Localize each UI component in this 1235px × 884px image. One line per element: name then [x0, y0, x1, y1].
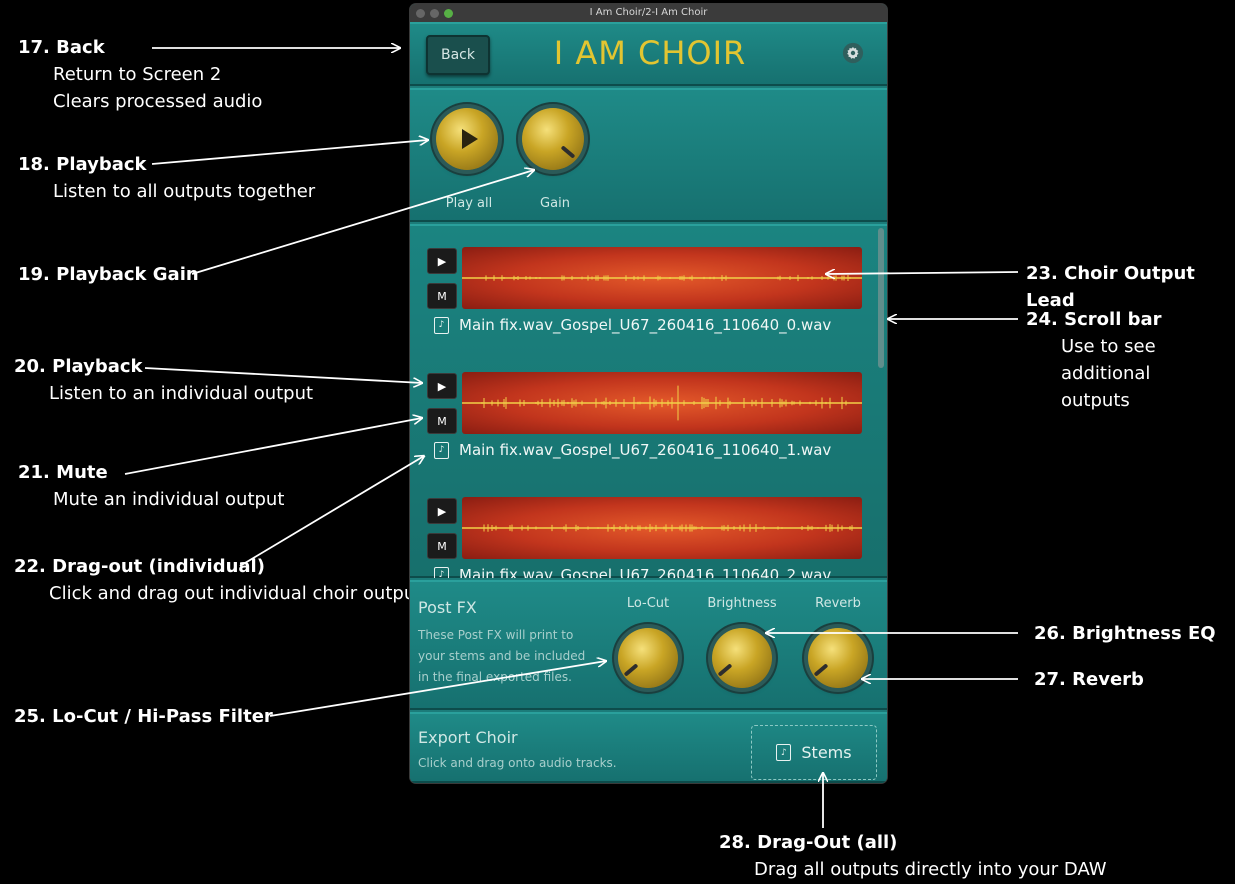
track-file[interactable]: ♪ Main fix.wav_Gospel_U67_260416_110640_…	[434, 441, 831, 459]
knob-indicator	[560, 145, 576, 159]
brightness-knob[interactable]	[712, 628, 772, 688]
waveform	[462, 247, 862, 309]
track-play-button[interactable]: ▶	[427, 373, 457, 399]
annotation-text: Use to see additional	[1061, 336, 1156, 384]
track-play-button[interactable]: ▶	[427, 248, 457, 274]
annotation-reverb: 27. Reverb	[1034, 666, 1144, 693]
post-fx-panel: Post FX These Post FX will print to your…	[410, 580, 887, 710]
annotation-title: 27. Reverb	[1034, 669, 1144, 690]
audio-file-icon[interactable]: ♪	[434, 316, 449, 334]
play-all-label: Play all	[445, 196, 493, 211]
annotation-text: Clears processed audio	[53, 91, 263, 112]
track-mute-button[interactable]: M	[427, 408, 457, 434]
annotation-brightness: 26. Brightness EQ	[1034, 620, 1216, 647]
export-description: Click and drag onto audio tracks.	[418, 756, 617, 770]
annotation-title: 22. Drag-out (individual)	[14, 556, 265, 577]
minimize-window-icon[interactable]	[430, 9, 439, 18]
annotation-title: 28. Drag-Out (all)	[719, 832, 898, 853]
gain-label: Gain	[540, 196, 570, 211]
annotation-title: 25. Lo-Cut / Hi-Pass Filter	[14, 706, 273, 727]
annotation-back: 17. Back Return to Screen 2 Clears proce…	[18, 34, 262, 115]
stems-label: Stems	[801, 743, 852, 762]
annotation-mute: 21. Mute Mute an individual output	[18, 459, 284, 513]
track-list[interactable]: ▶ M ♪ Main fix.wav_Gospel_U67_260416_110…	[410, 224, 887, 578]
audio-file-icon: ♪	[776, 744, 792, 761]
annotation-playback-individual: 20. Playback Listen to an individual out…	[14, 353, 313, 407]
gear-icon[interactable]	[842, 42, 864, 64]
annotation-title: 18. Playback	[18, 154, 147, 175]
track-play-button[interactable]: ▶	[427, 498, 457, 524]
locut-knob[interactable]	[618, 628, 678, 688]
annotation-title: 26. Brightness EQ	[1034, 623, 1216, 644]
app-title: I AM CHOIR	[553, 34, 747, 72]
annotation-title: 20. Playback	[14, 356, 143, 377]
annotation-title: 17. Back	[18, 37, 105, 58]
export-title: Export Choir	[418, 728, 518, 747]
annotation-choir-output-lead: 23. Choir Output Lead	[1026, 260, 1235, 314]
annotation-text: Listen to an individual output	[49, 383, 314, 404]
export-panel: Export Choir Click and drag onto audio t…	[410, 712, 887, 783]
waveform-graphic	[462, 524, 862, 532]
knob-indicator	[623, 663, 639, 677]
close-window-icon[interactable]	[416, 9, 425, 18]
annotation-text: outputs	[1061, 390, 1130, 411]
waveform-graphic	[462, 274, 862, 282]
reverb-label: Reverb	[815, 596, 861, 611]
play-all-button[interactable]	[436, 108, 498, 170]
knob-indicator	[813, 663, 829, 677]
gain-knob[interactable]	[522, 108, 584, 170]
annotation-drag-out-all: 28. Drag-Out (all) Drag all outputs dire…	[719, 829, 1107, 883]
track-filename: Main fix.wav_Gospel_U67_260416_110640_0.…	[459, 316, 832, 334]
waveform	[462, 372, 862, 434]
audio-file-icon[interactable]: ♪	[434, 441, 449, 459]
annotation-title: 23. Choir Output Lead	[1026, 263, 1195, 311]
knob-indicator	[717, 663, 733, 677]
annotation-text: Click and drag out individual choir outp…	[49, 583, 423, 604]
locut-label: Lo-Cut	[626, 596, 670, 611]
track-mute-button[interactable]: M	[427, 533, 457, 559]
play-icon	[462, 129, 478, 149]
brightness-label: Brightness	[707, 596, 777, 611]
annotation-text: Mute an individual output	[53, 489, 285, 510]
track-filename: Main fix.wav_Gospel_U67_260416_110640_2.…	[459, 566, 832, 578]
playback-panel: Play all Gain	[410, 88, 887, 222]
annotation-text: Return to Screen 2	[53, 64, 222, 85]
annotation-title: 24. Scroll bar	[1026, 309, 1162, 330]
audio-file-icon[interactable]: ♪	[434, 566, 449, 578]
scroll-bar[interactable]	[878, 228, 884, 368]
plugin-window: I Am Choir/2-I Am Choir Back I AM CHOIR …	[410, 4, 887, 783]
annotation-locut: 25. Lo-Cut / Hi-Pass Filter	[14, 703, 273, 730]
annotation-title: 21. Mute	[18, 462, 108, 483]
annotation-text: Listen to all outputs together	[53, 181, 316, 202]
annotation-playback-gain: 19. Playback Gain	[18, 261, 199, 288]
waveform	[462, 497, 862, 559]
annotation-title: 19. Playback Gain	[18, 264, 199, 285]
track-filename: Main fix.wav_Gospel_U67_260416_110640_1.…	[459, 441, 832, 459]
reverb-knob[interactable]	[808, 628, 868, 688]
header-bar: Back I AM CHOIR	[410, 22, 887, 86]
waveform-graphic	[462, 385, 862, 421]
track-file[interactable]: ♪ Main fix.wav_Gospel_U67_260416_110640_…	[434, 566, 831, 578]
annotation-scroll-bar: 24. Scroll bar Use to see additional out…	[1026, 306, 1235, 414]
window-title: I Am Choir/2-I Am Choir	[589, 7, 708, 18]
post-fx-description: These Post FX will print to your stems a…	[418, 628, 586, 684]
annotation-playback-all: 18. Playback Listen to all outputs toget…	[18, 151, 315, 205]
annotation-drag-out-individual: 22. Drag-out (individual) Click and drag…	[14, 553, 422, 607]
annotation-text: Drag all outputs directly into your DAW	[754, 859, 1107, 880]
track-file[interactable]: ♪ Main fix.wav_Gospel_U67_260416_110640_…	[434, 316, 831, 334]
stems-drag-button[interactable]: ♪ Stems	[751, 725, 877, 780]
track-mute-button[interactable]: M	[427, 283, 457, 309]
back-button[interactable]: Back	[426, 35, 490, 75]
window-titlebar: I Am Choir/2-I Am Choir	[410, 4, 887, 22]
post-fx-title: Post FX	[418, 598, 477, 617]
zoom-window-icon[interactable]	[444, 9, 453, 18]
